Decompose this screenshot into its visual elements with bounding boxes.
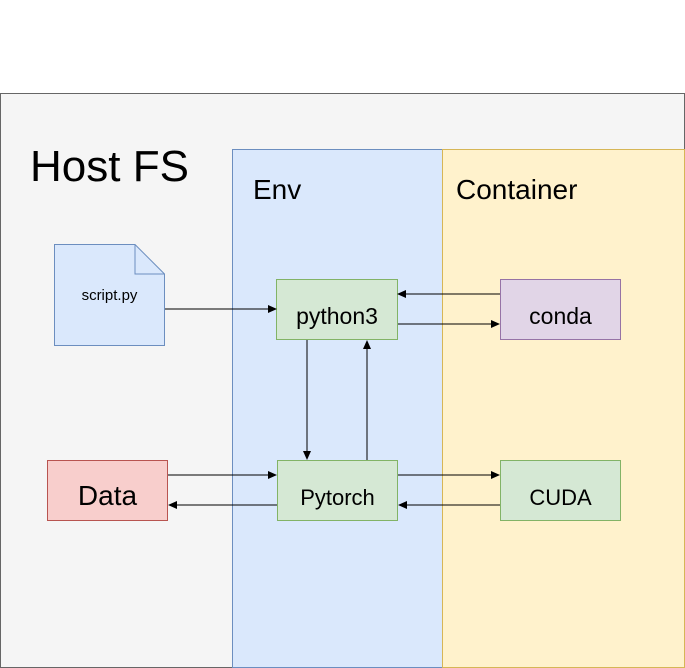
host-fs-title: Host FS <box>30 142 189 191</box>
cuda-label: CUDA <box>529 485 592 510</box>
pytorch-label: Pytorch <box>300 485 375 510</box>
data-label: Data <box>77 480 138 511</box>
conda-node[interactable]: conda <box>500 279 621 340</box>
pytorch-node[interactable]: Pytorch <box>277 460 398 521</box>
python3-node[interactable]: python3 <box>276 279 398 340</box>
script-file-icon[interactable] <box>54 244 165 346</box>
env-region <box>232 149 443 668</box>
python3-label: python3 <box>296 303 378 329</box>
container-title: Container <box>456 174 578 205</box>
conda-label: conda <box>529 303 592 329</box>
script-file-label: script.py <box>81 287 138 304</box>
env-title: Env <box>253 174 302 205</box>
cuda-node[interactable]: CUDA <box>500 460 621 521</box>
data-node[interactable]: Data <box>47 460 168 521</box>
